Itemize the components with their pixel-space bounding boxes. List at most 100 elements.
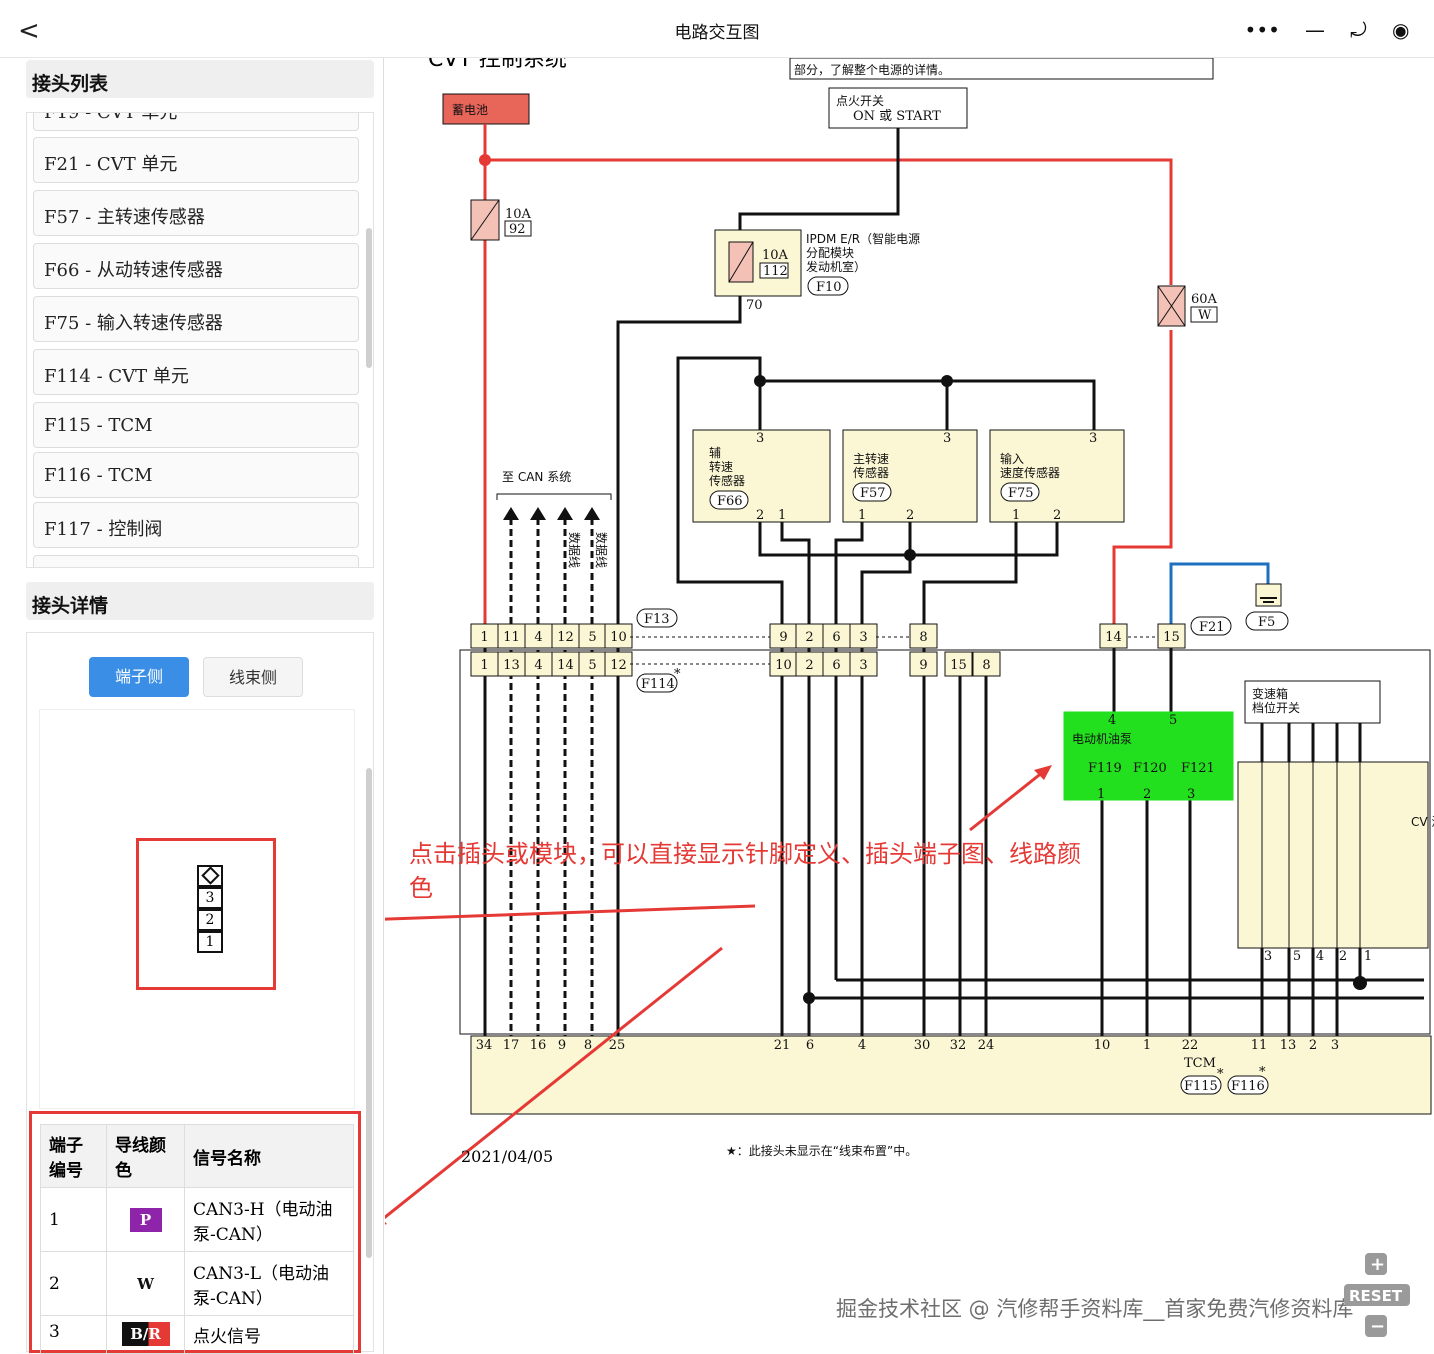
cvt-unit-outline[interactable]	[459, 649, 1431, 1035]
conn-f10-tag[interactable]	[807, 276, 849, 296]
harness-side-tab[interactable]: 线束侧	[203, 657, 303, 697]
ipdm-label: IPDM E/R（智能电源	[806, 231, 920, 246]
ign-label: 点火开关	[836, 94, 884, 108]
close-icon[interactable]: ◉	[1391, 18, 1410, 42]
list-item[interactable]	[33, 555, 359, 567]
list-scrollbar[interactable]	[366, 228, 372, 368]
conn-f115-tag[interactable]	[1180, 1075, 1222, 1095]
connector-pin-label: 12	[557, 630, 574, 645]
restore-icon[interactable]: ⤾	[1350, 18, 1367, 42]
conn-f116-tag[interactable]	[1227, 1075, 1269, 1095]
pin-cell[interactable]: 1	[197, 931, 223, 953]
connector-pin-label: 10	[610, 630, 627, 645]
conn-f21-tag[interactable]	[1190, 616, 1232, 636]
junction-dot	[479, 154, 491, 166]
connector-pin-label: 14	[557, 658, 574, 673]
svg-text:2: 2	[1053, 508, 1061, 523]
svg-text:档位开关: 档位开关	[1252, 700, 1300, 715]
svg-text:4: 4	[1108, 713, 1116, 728]
battery-label: 蓄电池	[452, 103, 488, 117]
svg-text:F120: F120	[1133, 761, 1167, 776]
tcm-module[interactable]	[470, 1035, 1432, 1115]
tcm-pin-label: 22	[1182, 1038, 1199, 1053]
range-switch[interactable]	[1244, 680, 1381, 724]
range-pin-label: 3	[1264, 949, 1272, 964]
terminal-side-tab[interactable]: 端子侧	[89, 657, 189, 697]
svg-text:*: *	[674, 667, 681, 682]
detail-scrollbar[interactable]	[366, 768, 372, 1258]
more-icon[interactable]: •••	[1244, 18, 1280, 42]
svg-text:主转速: 主转速	[853, 451, 889, 466]
connector-pin-label: 6	[832, 658, 840, 673]
connector-pin	[578, 623, 607, 649]
list-item[interactable]: F115 - TCM	[33, 402, 359, 448]
svg-text:3: 3	[756, 431, 764, 446]
connector-pin-label: 3	[859, 630, 867, 645]
wiring-diagram[interactable]: CVT 控制系统 部分，了解整个电源的详情。 蓄电池 点火开关 ON 或 STA…	[385, 58, 1434, 1354]
tcm-pin-label: 30	[914, 1038, 931, 1053]
highlight-box: 3 2 1	[136, 838, 276, 990]
list-item[interactable]: F116 - TCM	[33, 452, 359, 498]
ignition-switch-box[interactable]	[828, 87, 968, 129]
fuse-rating: 10A	[505, 207, 532, 222]
conn-f13-tag[interactable]	[636, 608, 678, 628]
tcm-pin-label: 1	[1143, 1038, 1151, 1053]
conn-f10: F10	[816, 280, 842, 295]
list-item[interactable]: F66 - 从动转速传感器	[33, 243, 359, 289]
connector-pin-label: 8	[919, 630, 927, 645]
battery-box[interactable]	[442, 93, 530, 125]
ipdm-label-3: 发动机室）	[806, 259, 866, 274]
list-item[interactable]: F19 - CVT 单元	[33, 113, 359, 131]
tcm-pin-label: 25	[609, 1038, 626, 1053]
zoom-out-button[interactable]	[1365, 1315, 1387, 1337]
terminal-no: 1	[40, 1187, 107, 1252]
reset-button[interactable]	[1344, 1284, 1410, 1306]
title-bar: < 电路交互图 ••• — ⤾ ◉	[0, 0, 1434, 58]
connector-pin-label: 4	[534, 630, 542, 645]
connector-pin-label: 8	[982, 658, 990, 673]
connector-pin-label: 15	[950, 658, 967, 673]
svg-text:1: 1	[1012, 508, 1020, 523]
ground-f5[interactable]	[1255, 583, 1282, 607]
window-capsule: ••• — ⤾ ◉	[1232, 10, 1422, 50]
connector-pin	[604, 623, 633, 649]
list-item[interactable]: F57 - 主转速传感器	[33, 190, 359, 236]
zoom-in-button[interactable]	[1365, 1253, 1387, 1275]
terminal-no: 2	[40, 1251, 107, 1316]
can-lines	[509, 518, 594, 1036]
svg-text:RESET: RESET	[1349, 1287, 1403, 1305]
svg-text:F66: F66	[717, 494, 743, 509]
table-row[interactable]: 2 W CAN3-L（电动油泵-CAN）	[40, 1251, 354, 1316]
side-text: CV 温 传	[1411, 814, 1434, 829]
list-item[interactable]: F114 - CVT 单元	[33, 349, 359, 395]
pin-cell[interactable]: 3	[197, 887, 223, 909]
fuse60-rating: 60A	[1191, 292, 1218, 307]
conn-f114-tag[interactable]	[636, 673, 678, 693]
svg-text:−: −	[1370, 1316, 1385, 1337]
svg-text:F115: F115	[1184, 1079, 1218, 1094]
connector-pin-label: 11	[503, 630, 520, 645]
connector-pin	[1099, 623, 1128, 649]
table-row[interactable]: 3 B/R 点火信号	[40, 1315, 354, 1354]
minimize-icon[interactable]: —	[1305, 18, 1326, 42]
table-row[interactable]: 1 P CAN3-H（电动油泵-CAN）	[40, 1187, 354, 1252]
connector-pin	[972, 651, 1001, 677]
pin-cell[interactable]: 2	[197, 909, 223, 931]
connector-pin	[849, 651, 878, 677]
list-item[interactable]: F21 - CVT 单元	[33, 137, 359, 183]
connector-pin-label: 14	[1105, 630, 1122, 645]
list-item[interactable]: F75 - 输入转速传感器	[33, 296, 359, 342]
list-item[interactable]: F117 - 控制阀	[33, 502, 359, 548]
conn-f13: F13	[644, 612, 670, 627]
electric-oil-pump[interactable]	[1063, 711, 1234, 801]
back-icon[interactable]: <	[18, 16, 40, 46]
connector-list[interactable]: F19 - CVT 单元 F21 - CVT 单元 F57 - 主转速传感器 F…	[26, 112, 374, 568]
range-pin-label: 1	[1364, 949, 1372, 964]
cvt-right-block[interactable]	[1237, 761, 1429, 949]
tcm-pin-label: 11	[1251, 1038, 1268, 1053]
